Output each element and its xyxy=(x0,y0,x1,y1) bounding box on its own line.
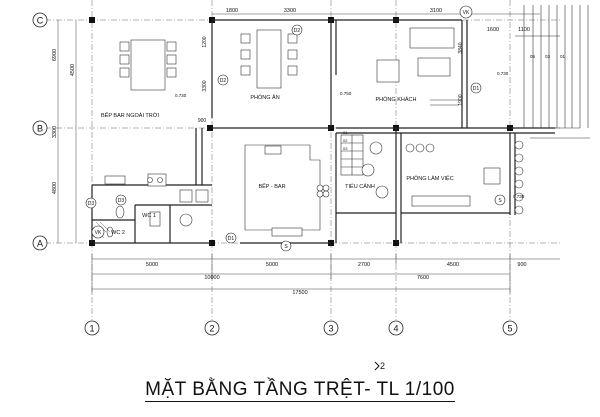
door-tag-d1-living: D1 xyxy=(473,86,480,92)
window-tag-kitchen: S xyxy=(284,244,288,250)
dim-bottom-2700: 2700 xyxy=(358,262,370,268)
grid-row-a: A xyxy=(32,235,48,251)
vk-tags: VK VK xyxy=(91,5,473,239)
door-tags: D2 D2 D1 D3 D3 D1 xyxy=(85,24,482,244)
section-mark: 2 xyxy=(374,361,385,371)
level-work: 0.730 xyxy=(513,194,525,199)
outdoor-bar-counter xyxy=(104,173,209,227)
dim-inner-1200: 1200 xyxy=(202,36,208,47)
door-tag-d3-outdoor: D3 xyxy=(88,201,95,207)
stair-mark-03: 03 xyxy=(545,54,551,59)
drawing-title: MẶT BẰNG TẦNG TRỆT- TL 1/100 xyxy=(0,379,600,402)
drawing-title-text: MẶT BẰNG TẦNG TRỆT- TL 1/100 xyxy=(145,379,455,402)
work-room-furniture xyxy=(405,140,524,215)
room-label-courtyard: TIỂU CẢNH xyxy=(345,183,375,190)
grid-row-c: C xyxy=(32,12,48,28)
level-outdoor: 0.730 xyxy=(175,93,187,98)
level-markers: 0.730 0.750 0.730 0.730 xyxy=(175,71,525,199)
door-tag-d3-wc: D3 xyxy=(118,198,125,204)
dim-left-3300: 3300 xyxy=(52,126,58,138)
dim-top-3100: 3100 xyxy=(430,8,442,14)
door-tag-d2-top: D2 xyxy=(294,28,301,34)
door-tag-d2-dining: D2 xyxy=(220,78,227,84)
room-labels: BẾP BAR NGOÀI TRỜI PHÒNG ĂN PHÒNG KHÁCH … xyxy=(101,94,454,236)
dining-table xyxy=(240,29,298,89)
level-dining: 0.750 xyxy=(340,91,352,96)
kitchen-island xyxy=(244,144,330,237)
dim-bottom-10000: 10000 xyxy=(204,275,219,281)
left-dimensions: 6900 4500 3300 4800 xyxy=(52,20,77,243)
stair-step-01: 01 xyxy=(343,130,348,135)
walls xyxy=(91,19,555,244)
room-label-wc2: WC 2 xyxy=(111,230,125,236)
dim-inner-1900: 1900 xyxy=(458,94,464,105)
room-label-dining: PHÒNG ĂN xyxy=(250,94,279,101)
dim-inner-900: 900 xyxy=(198,118,207,124)
vk-tag-top: VK xyxy=(463,10,470,16)
bottom-dimensions: 5000 5000 2700 4500 900 10000 7600 17500 xyxy=(91,254,560,296)
dim-inner-3840: 3840 xyxy=(458,42,464,53)
room-label-outdoor-bar: BẾP BAR NGOÀI TRỜI xyxy=(101,112,159,119)
courtyard-plants xyxy=(361,141,389,199)
window-tag-work: S xyxy=(498,198,502,204)
window-tags: S S xyxy=(280,194,506,252)
room-label-wc1: WC 1 xyxy=(142,213,156,219)
grid-row-b: B xyxy=(32,120,48,136)
stair-step-02: 02 xyxy=(343,138,348,143)
grid-row-b-label: B xyxy=(37,124,43,134)
outdoor-dining-table xyxy=(119,39,177,91)
grid-col-3-label: 3 xyxy=(328,324,333,334)
door-tag-d1-kitchen: D1 xyxy=(228,236,235,242)
dim-top-1600: 1600 xyxy=(487,27,499,33)
dim-left-6900: 6900 xyxy=(52,49,58,61)
dim-left-4800: 4800 xyxy=(52,182,58,194)
dim-top-1800: 1800 xyxy=(226,8,238,14)
vk-tag-wc: VK xyxy=(95,230,102,236)
stair-mark-01: 01 xyxy=(560,54,566,59)
dim-left-4500: 4500 xyxy=(70,64,76,76)
dim-bottom-5000-a: 5000 xyxy=(146,262,158,268)
grid-row-a-label: A xyxy=(37,239,43,249)
dim-bottom-7600: 7600 xyxy=(417,275,429,281)
room-label-kitchen: BẾP - BAR xyxy=(258,183,285,190)
wc-fixtures xyxy=(95,205,161,239)
living-sofa-set xyxy=(376,27,459,106)
grid-col-4-label: 4 xyxy=(393,324,398,334)
stair-step-03: 03 xyxy=(343,146,348,151)
grid-col-5-label: 5 xyxy=(507,324,512,334)
grid-col-1-label: 1 xyxy=(89,324,94,334)
grid-row-c-label: C xyxy=(37,16,44,26)
dim-bottom-4500: 4500 xyxy=(447,262,459,268)
grid-column-bubbles: 1 2 3 4 5 xyxy=(84,320,518,336)
room-label-living: PHÒNG KHÁCH xyxy=(376,96,417,103)
dim-bottom-5000-b: 5000 xyxy=(266,262,278,268)
dim-bottom-900: 900 xyxy=(517,262,526,268)
stair-mark-05: 05 xyxy=(530,54,536,59)
inner-dimensions: 1200 3300 3840 1900 900 xyxy=(198,36,464,124)
level-living: 0.730 xyxy=(497,71,509,76)
interior-stair: 01 02 03 xyxy=(340,130,364,176)
dim-inner-3300: 3300 xyxy=(202,80,208,91)
exterior-stairs: 05 03 01 xyxy=(515,5,590,139)
dim-total-17500: 17500 xyxy=(292,290,307,296)
section-mark-label: 2 xyxy=(380,361,385,371)
grid-col-2-label: 2 xyxy=(209,324,214,334)
dim-top-3300: 3300 xyxy=(284,8,296,14)
room-label-work: PHÒNG LÀM VIỆC xyxy=(406,174,453,182)
